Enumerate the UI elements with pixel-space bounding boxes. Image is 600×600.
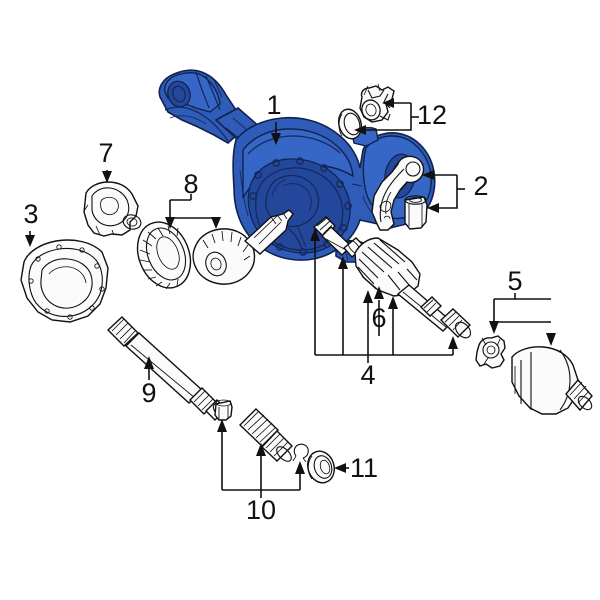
- callout-11-number[interactable]: 11: [350, 453, 378, 483]
- part-cv-axle-shaft-assembly[interactable]: [312, 216, 473, 341]
- callout-2-leader: [422, 170, 465, 213]
- callout-6-number[interactable]: 6: [371, 303, 386, 333]
- callout-1-leader: [271, 122, 281, 145]
- part-ring-gear[interactable]: [128, 214, 200, 296]
- callout-7-number[interactable]: 7: [98, 138, 113, 168]
- part-drive-pinion-gear[interactable]: [192, 209, 294, 285]
- part-tripod-spider-joint[interactable]: [475, 335, 506, 369]
- callout-5-number[interactable]: 5: [507, 266, 522, 296]
- callout-2-number[interactable]: 2: [473, 171, 488, 201]
- callout-8-number[interactable]: 8: [183, 169, 198, 199]
- part-cv-boot[interactable]: [354, 237, 421, 297]
- part-differential-support-bracket[interactable]: [371, 155, 425, 231]
- callout-5-leader: [489, 293, 556, 346]
- callout-1-number[interactable]: 1: [266, 90, 281, 120]
- part-outer-cv-joint-housing[interactable]: [511, 346, 594, 415]
- part-shaft-bushing[interactable]: [214, 399, 233, 421]
- callout-10-leader: [217, 419, 305, 498]
- callout-10-number[interactable]: 10: [246, 495, 276, 525]
- callout-9-leader: [144, 356, 154, 380]
- part-differential-carrier[interactable]: [83, 181, 143, 237]
- callout-12-leader: [354, 98, 419, 135]
- callout-11-leader: [334, 463, 349, 473]
- callout-3-leader: [25, 231, 35, 247]
- callout-6-leader: [374, 286, 384, 336]
- part-differential-cover[interactable]: [20, 239, 109, 323]
- part-snap-ring[interactable]: [292, 443, 309, 463]
- callout-4-number[interactable]: 4: [360, 360, 375, 390]
- callout-7-leader: [102, 170, 112, 183]
- part-splined-stub-shaft[interactable]: [238, 408, 294, 464]
- part-pinion-yoke[interactable]: [359, 83, 395, 123]
- part-pinion-seal-ring[interactable]: [335, 107, 364, 142]
- part-oil-seal[interactable]: [304, 448, 339, 486]
- callout-4-leader: [310, 228, 458, 363]
- callout-12-number[interactable]: 12: [417, 100, 447, 130]
- callout-3-number[interactable]: 3: [23, 199, 38, 229]
- part-bracket-bushing[interactable]: [404, 195, 428, 230]
- callout-8-leader: [165, 194, 221, 229]
- callout-9-number[interactable]: 9: [141, 378, 156, 408]
